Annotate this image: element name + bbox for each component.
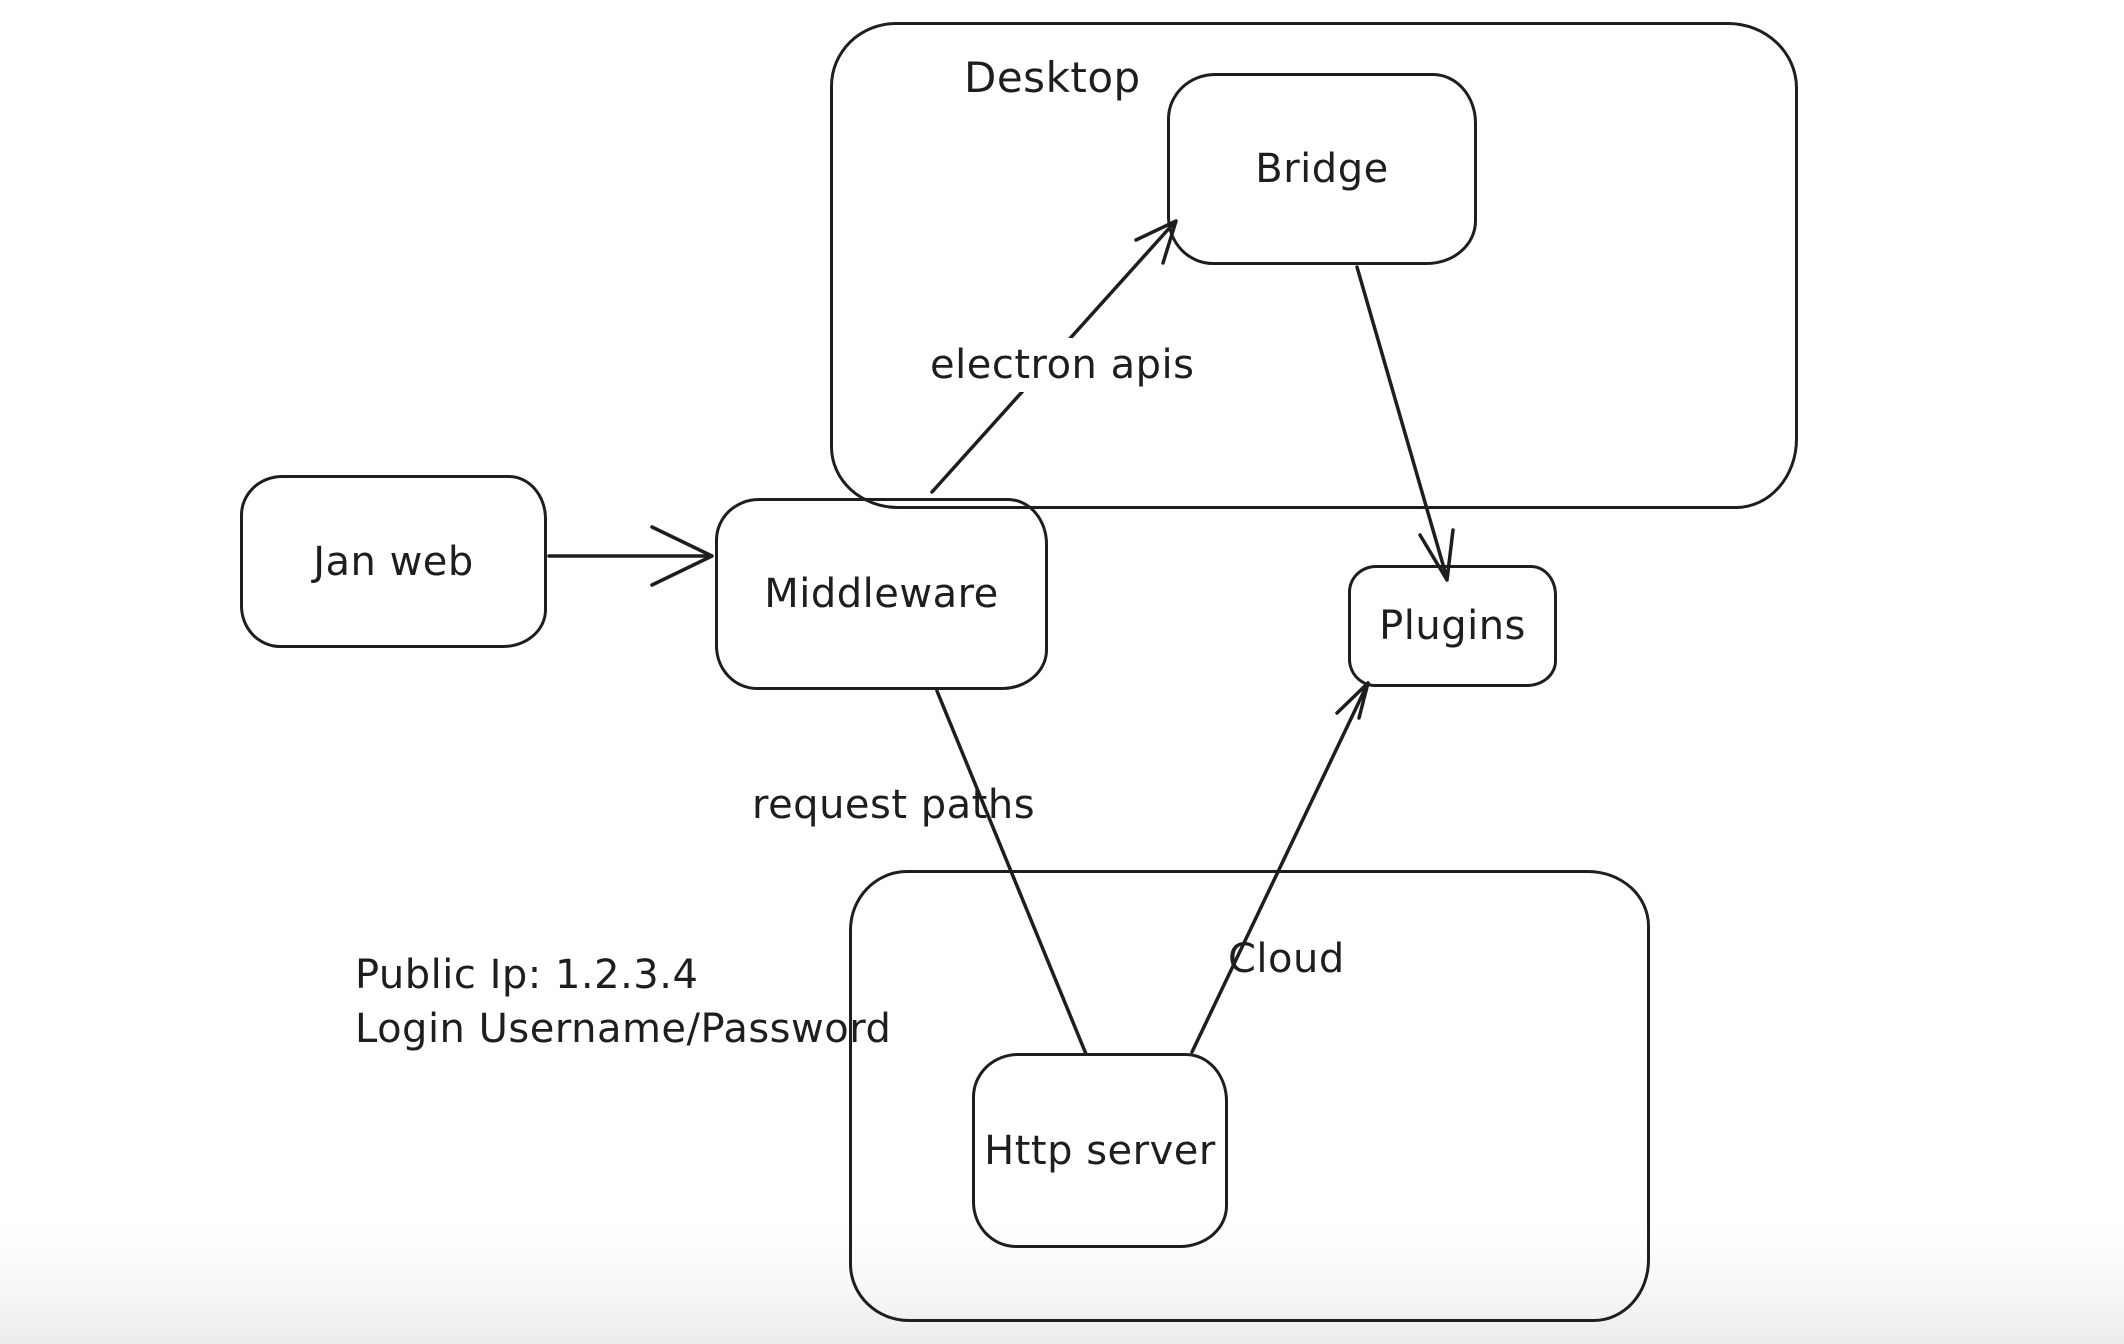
note-line-public-ip: Public Ip: 1.2.3.4 [355, 952, 699, 998]
node-http-server-label: Http server [984, 1127, 1216, 1174]
node-http-server: Http server [972, 1053, 1228, 1248]
node-jan-web: Jan web [240, 475, 547, 648]
node-plugins-label: Plugins [1379, 603, 1526, 649]
node-middleware-label: Middleware [764, 571, 999, 617]
container-cloud-label: Cloud [1228, 936, 1345, 982]
edge-label-electron-apis: electron apis [922, 338, 1203, 392]
edge-janweb-to-middleware [547, 525, 714, 587]
node-middleware: Middleware [715, 498, 1048, 690]
node-plugins: Plugins [1348, 565, 1557, 687]
node-bridge-label: Bridge [1255, 146, 1389, 192]
note-credentials: Public Ip: 1.2.3.4 Login Username/Passwo… [355, 948, 891, 1056]
container-desktop [830, 22, 1798, 509]
container-desktop-label: Desktop [964, 53, 1141, 102]
arrowhead-up-icon [1335, 681, 1370, 720]
arrowhead-right-icon [650, 525, 714, 587]
node-jan-web-label: Jan web [313, 538, 474, 585]
note-line-login: Login Username/Password [355, 1006, 892, 1052]
node-bridge: Bridge [1167, 73, 1477, 265]
edge-label-request-paths: request paths [752, 782, 1036, 828]
